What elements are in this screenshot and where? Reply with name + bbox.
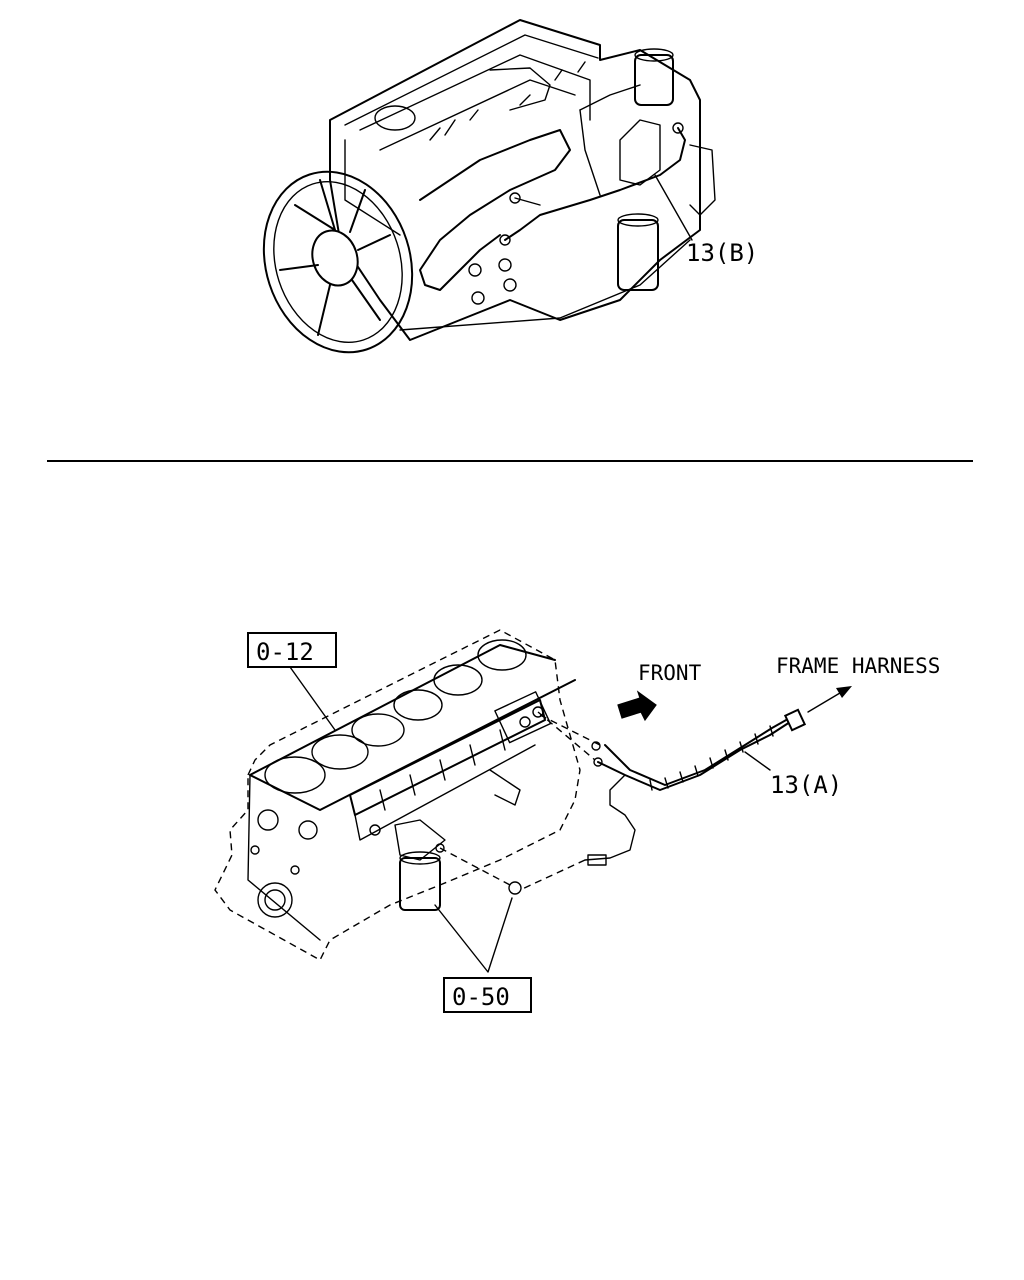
front-arrow-icon <box>617 690 657 722</box>
label-050: 0-50 <box>452 983 510 1011</box>
top-engine-assembly <box>329 19 716 341</box>
harness-13a <box>439 686 852 895</box>
label-frame-harness: FRAME HARNESS <box>776 654 940 678</box>
leader-050 <box>434 897 513 973</box>
cooling-fan <box>262 170 414 354</box>
callout-13a: 13(A) <box>770 771 842 799</box>
cylinder-block <box>214 629 581 961</box>
label-012: 0-12 <box>256 638 314 666</box>
callout-13b: 13(B) <box>686 239 758 267</box>
label-front: FRONT <box>638 661 702 685</box>
box-012 <box>247 632 337 668</box>
leader-012 <box>289 666 336 731</box>
box-050 <box>443 977 532 1013</box>
leader-13a <box>744 751 771 771</box>
